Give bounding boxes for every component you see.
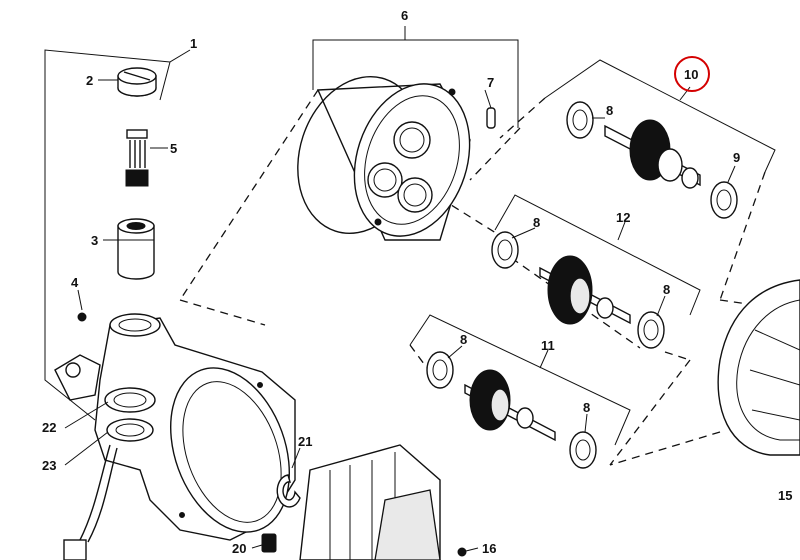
callout-15: 15 [778,488,792,503]
callout-8-low-right: 8 [583,400,590,415]
part-bearing-9 [710,181,738,219]
part-middle-gear [539,255,631,325]
part-sleeve [117,218,155,280]
callout-3: 3 [91,233,98,248]
callout-4: 4 [71,275,79,290]
part-bearing-8-mid-left [491,231,519,269]
part-pin [486,107,496,129]
callout-9: 9 [733,150,740,165]
callout-22: 22 [42,420,56,435]
callout-8-top: 8 [606,103,613,118]
callout-12: 12 [616,210,630,225]
part-bearing-8-low-left [426,351,454,389]
callout-5: 5 [170,141,177,156]
callout-8-mid-left: 8 [533,215,540,230]
highlight-circle [674,56,710,92]
part-small-screw [77,312,87,322]
callout-16: 16 [482,541,496,556]
part-pinion-shaft [604,119,701,189]
part-retaining-ring [276,474,301,508]
callout-2: 2 [86,73,93,88]
callout-labels: 1 2 5 3 4 6 7 8 10 9 8 12 8 8 11 8 22 23… [42,8,792,556]
part-brush [125,129,149,187]
callout-8-mid-right: 8 [663,282,670,297]
part-screw [261,533,277,553]
part-outer-housing [717,279,800,456]
callout-10: 10 [684,67,698,82]
callout-7: 7 [487,75,494,90]
part-lower-gear [464,369,556,442]
callout-1: 1 [190,36,197,51]
part-stator [299,444,467,560]
callout-23: 23 [42,458,56,473]
part-bearing-8-low-right [569,431,597,469]
callout-6: 6 [401,8,408,23]
part-cap-plug [117,67,157,97]
callout-20: 20 [232,541,246,556]
leader-lines [64,79,736,552]
callout-21: 21 [298,434,312,449]
part-bearing-8-mid-right [637,311,665,349]
callout-8-low-left: 8 [460,332,467,347]
callout-11: 11 [541,338,555,353]
part-bearing-8-top [566,101,594,139]
part-gear-housing [297,75,471,241]
part-main-housing [54,313,296,560]
